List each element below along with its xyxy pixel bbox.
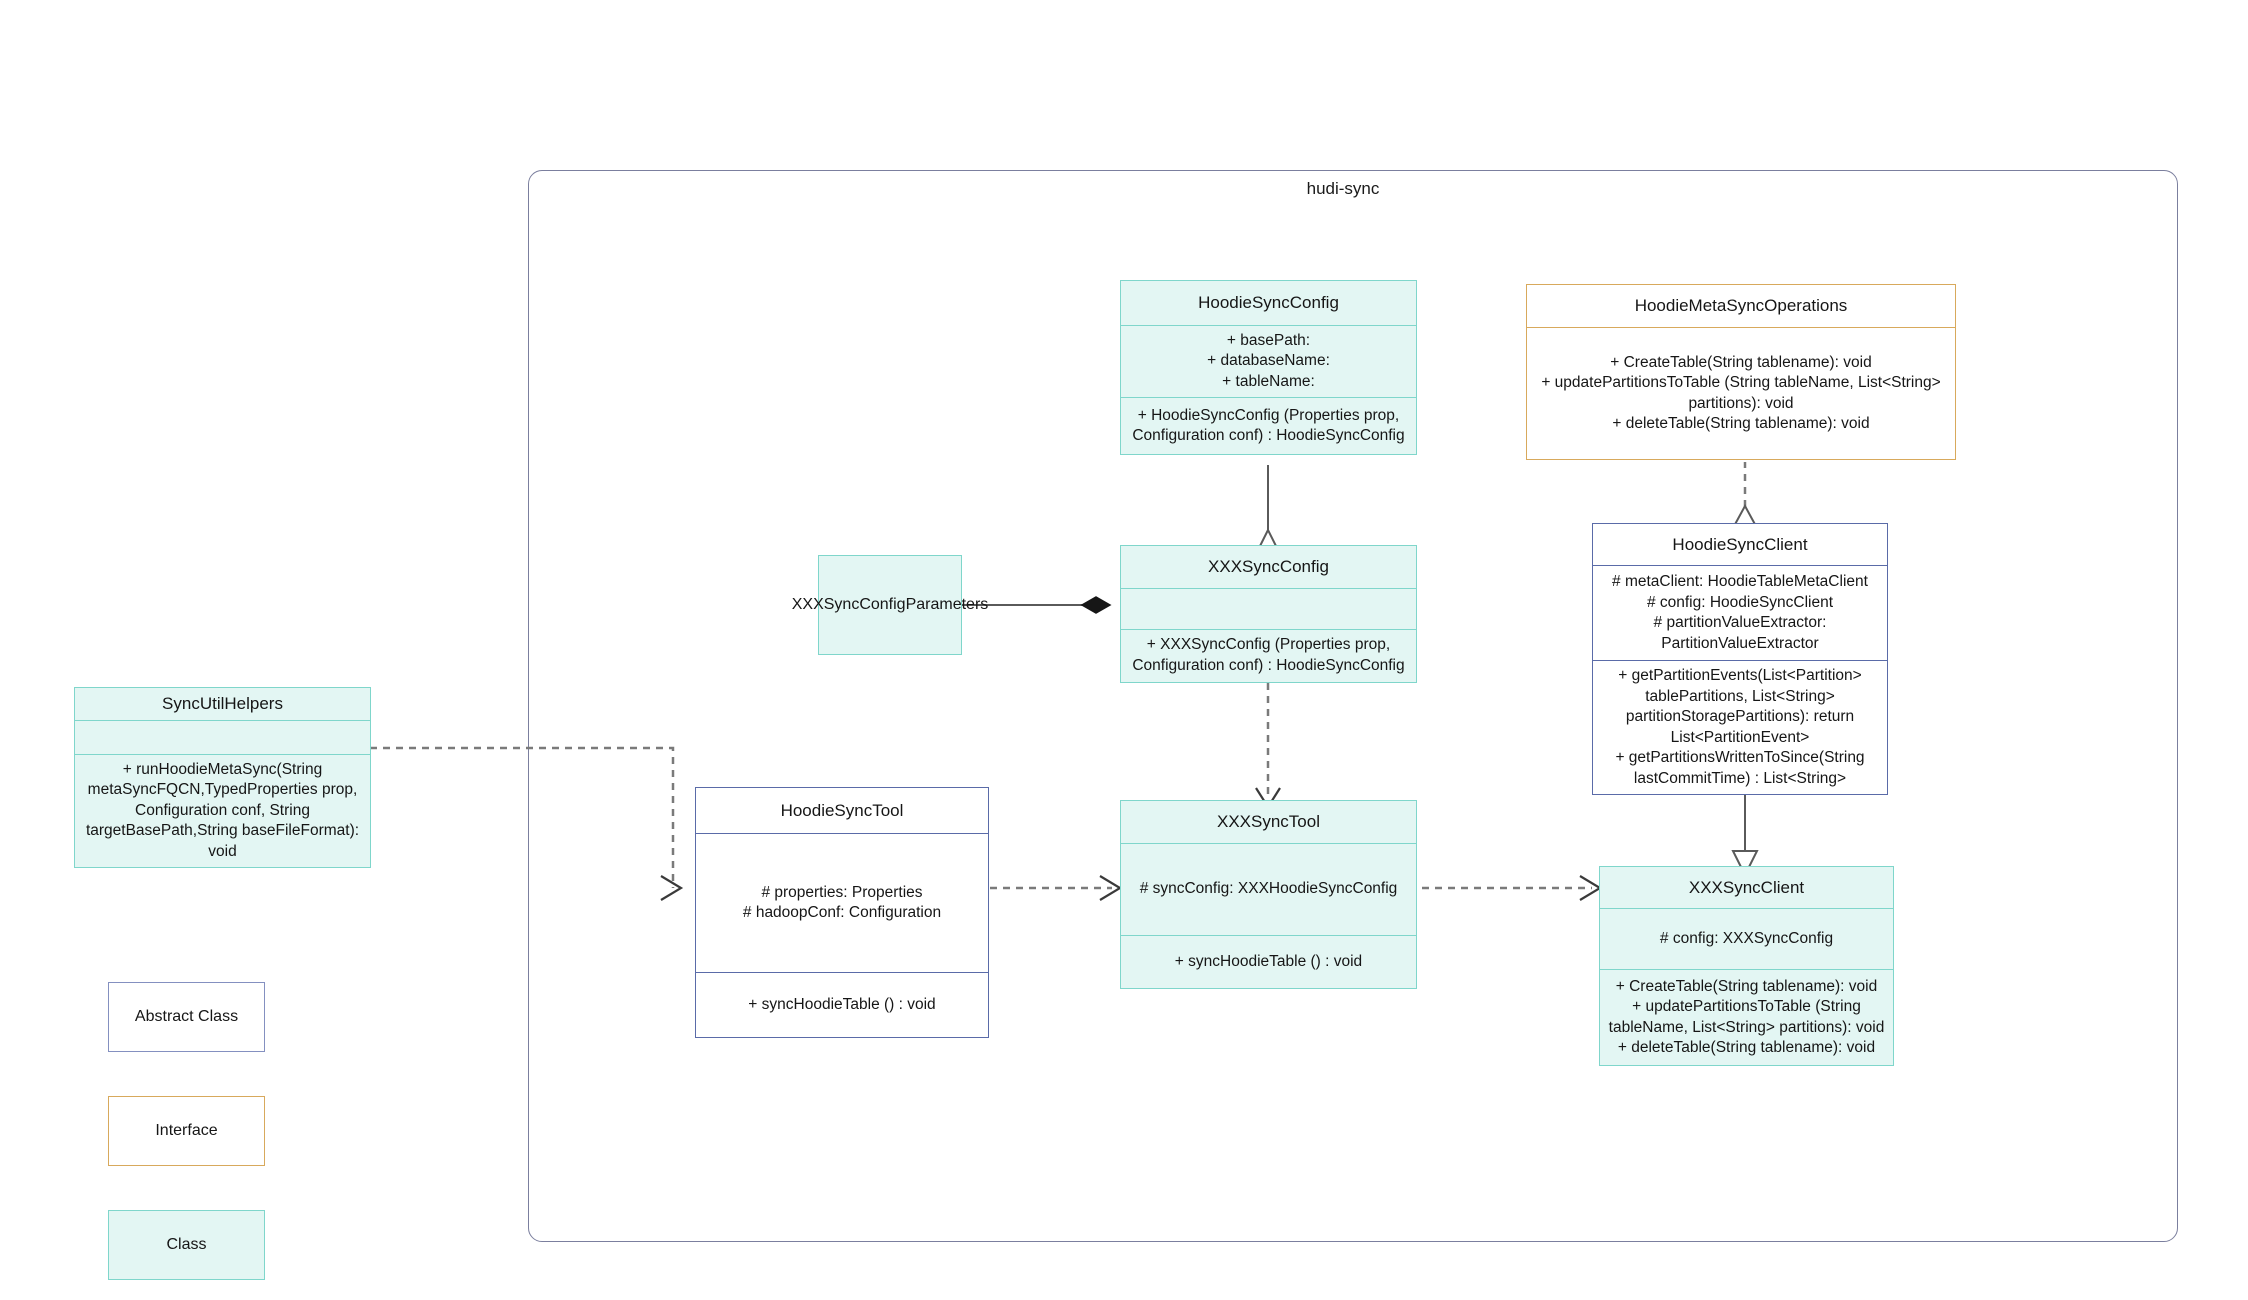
compartment-divider	[1121, 325, 1416, 326]
class-methods-xxx-sync-client: + CreateTable(String tablename): void + …	[1608, 977, 1885, 1056]
class-methods-sync-util-helpers: + runHoodieMetaSync(String metaSyncFQCN,…	[85, 760, 360, 860]
class-box-sync-util-helpers[interactable]: SyncUtilHelpers + runHoodieMetaSync(Stri…	[74, 687, 371, 868]
package-title: hudi-sync	[1306, 179, 1380, 198]
class-name-xxx-sync-client: XXXSyncClient	[1688, 877, 1805, 897]
compartment-divider	[1121, 843, 1416, 844]
class-name-hoodie-sync-tool: HoodieSyncTool	[780, 800, 904, 820]
compartment-divider	[1121, 935, 1416, 937]
compartment-divider	[75, 753, 370, 755]
package-hudi-sync	[528, 170, 2178, 1242]
legend-label-abstract-class: Abstract Class	[134, 1007, 239, 1025]
class-methods-xxx-sync-config: + XXXSyncConfig (Properties prop, Config…	[1132, 636, 1405, 674]
class-attributes-xxx-sync-config	[1121, 589, 1416, 629]
legend-item-class: Class	[108, 1210, 265, 1280]
class-box-hoodie-sync-config[interactable]: HoodieSyncConfig + basePath: + databaseN…	[1120, 280, 1417, 455]
class-name-hoodie-sync-config: HoodieSyncConfig	[1198, 293, 1339, 312]
compartment-divider	[1593, 660, 1887, 662]
class-box-hoodie-meta-sync-operations[interactable]: HoodieMetaSyncOperations + CreateTable(S…	[1526, 284, 1956, 460]
compartment-divider	[1600, 908, 1893, 909]
class-name-xxx-sync-tool: XXXSyncTool	[1217, 812, 1320, 831]
class-name-hoodie-meta-sync-operations: HoodieMetaSyncOperations	[1634, 296, 1848, 315]
compartment-divider	[1600, 969, 1893, 971]
class-methods-hoodie-sync-tool: + syncHoodieTable () : void	[748, 995, 936, 1013]
class-name-hoodie-sync-client: HoodieSyncClient	[1672, 534, 1808, 554]
class-attributes-hoodie-sync-config: + basePath: + databaseName: + tableName:	[1207, 331, 1330, 390]
class-methods-hoodie-sync-client: + getPartitionEvents(List<Partition> tab…	[1615, 667, 1865, 787]
class-box-xxx-sync-tool[interactable]: XXXSyncTool # syncConfig: XXXHoodieSyncC…	[1120, 800, 1417, 989]
legend-item-abstract-class: Abstract Class	[108, 982, 265, 1052]
compartment-divider	[75, 720, 370, 722]
class-attributes-xxx-sync-client: # config: XXXSyncConfig	[1659, 929, 1834, 947]
class-name-xxx-sync-config: XXXSyncConfig	[1208, 557, 1329, 576]
class-box-xxx-sync-config-parameters[interactable]: XXXSyncConfigParameters	[792, 555, 988, 655]
class-methods-hoodie-meta-sync-operations: + CreateTable(String tablename): void + …	[1541, 353, 1941, 432]
compartment-divider	[696, 833, 988, 834]
compartment-divider	[1593, 565, 1887, 567]
class-box-xxx-sync-client[interactable]: XXXSyncClient # config: XXXSyncConfig + …	[1599, 866, 1894, 1066]
class-attributes-xxx-sync-tool: # syncConfig: XXXHoodieSyncConfig	[1139, 880, 1398, 898]
compartment-divider	[1121, 588, 1416, 589]
class-attributes-hoodie-sync-tool: # properties: Properties # hadoopConf: C…	[742, 883, 942, 922]
class-box-xxx-sync-config[interactable]: XXXSyncConfig + XXXSyncConfig (Propertie…	[1120, 545, 1417, 683]
class-methods-hoodie-sync-config: + HoodieSyncConfig (Properties prop, Con…	[1132, 406, 1405, 445]
legend-item-interface: Interface	[108, 1096, 265, 1166]
compartment-divider	[696, 972, 988, 974]
legend-label-interface: Interface	[155, 1121, 218, 1139]
class-attributes-sync-util-helpers	[75, 721, 370, 754]
class-name-sync-util-helpers: SyncUtilHelpers	[162, 694, 283, 714]
class-attributes-hoodie-sync-client: # metaClient: HoodieTableMetaClient # co…	[1612, 573, 1868, 652]
class-box-hoodie-sync-tool[interactable]: HoodieSyncTool # properties: Properties …	[695, 787, 989, 1038]
class-box-hoodie-sync-client[interactable]: HoodieSyncClient # metaClient: HoodieTab…	[1592, 523, 1888, 795]
legend-label-class: Class	[166, 1235, 207, 1253]
compartment-divider	[1527, 327, 1955, 328]
class-name-xxx-sync-config-parameters: XXXSyncConfigParameters	[791, 595, 989, 613]
compartment-divider	[1121, 628, 1416, 630]
class-methods-xxx-sync-tool: + syncHoodieTable () : void	[1174, 952, 1363, 970]
compartment-divider	[1121, 397, 1416, 399]
